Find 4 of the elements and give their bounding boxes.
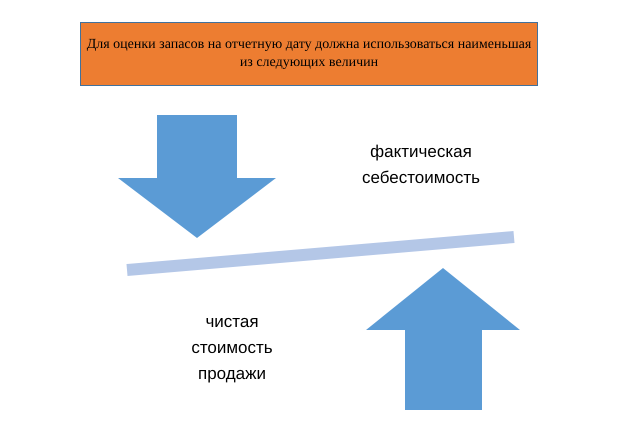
label-text: чистая стоимость продажи: [190, 311, 274, 385]
label-text: фактическая себестоимость: [360, 141, 482, 189]
note-box: [80, 22, 538, 86]
box-text: Для оценки запасов на отчетную дату должна использоваться наименьшая из следующих величин: [86, 36, 532, 72]
